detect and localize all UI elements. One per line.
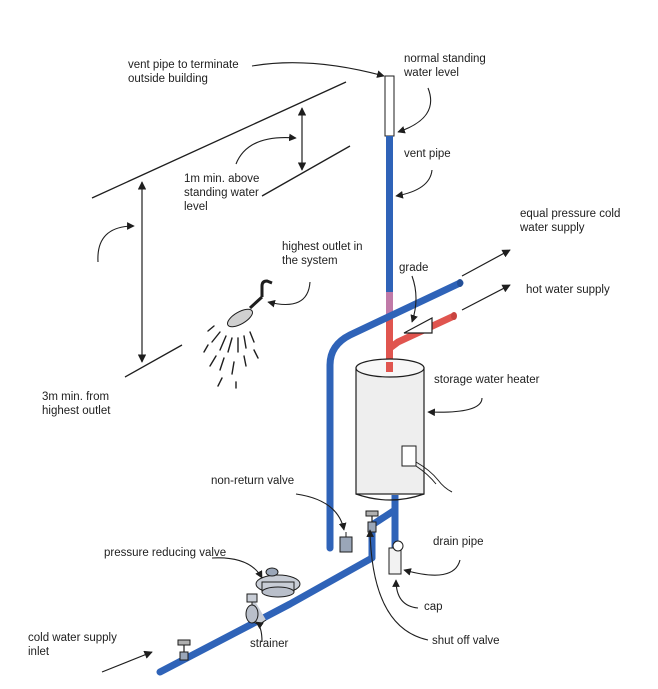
- thermostat-box: [401, 445, 417, 467]
- leader-non-return: [295, 493, 347, 531]
- label-non-return: non-return valve: [211, 475, 295, 487]
- drain-valve-icon: [392, 540, 404, 552]
- highest-outlet-line: [124, 344, 183, 378]
- standing-level-line: [261, 145, 351, 197]
- label-normal-standing: normal standing water level: [404, 53, 486, 79]
- label-drain-pipe: drain pipe: [433, 536, 484, 548]
- inlet-tap: [177, 639, 191, 661]
- grade-icon: [403, 316, 433, 334]
- strainer: [245, 593, 267, 625]
- label-vent-pipe: vent pipe: [404, 148, 451, 160]
- leader-pressure-reducing: [211, 557, 263, 579]
- leader-highest-outlet: [267, 281, 311, 308]
- label-grade: grade: [399, 262, 429, 274]
- power-cable: [415, 461, 453, 493]
- equal-pressure-flow-arrow: [461, 249, 511, 277]
- label-cap: cap: [424, 601, 443, 613]
- leader-vent-pipe: [395, 169, 433, 199]
- water-spray: [203, 325, 259, 389]
- storage-water-heater: [355, 358, 453, 501]
- label-vent-terminate: vent pipe to terminate outside building: [128, 59, 239, 85]
- hot-water-flow-arrow: [461, 284, 511, 311]
- leader-strainer: [255, 621, 264, 643]
- label-highest-outlet: highest outlet in the system: [282, 241, 363, 267]
- non-return-valve: [339, 532, 353, 553]
- label-strainer: strainer: [250, 638, 289, 650]
- label-shut-off: shut off valve: [432, 635, 500, 647]
- label-storage-heater: storage water heater: [434, 374, 540, 386]
- shower-head-icon: [203, 279, 273, 389]
- pressure-reducing-valve: [255, 567, 301, 598]
- hot-water-supply-pipe: [387, 312, 456, 351]
- leader-grade: [410, 275, 418, 323]
- leader-one-m-min: [235, 133, 297, 165]
- cold-pipe-end: [457, 279, 463, 287]
- leader-three-m: [97, 222, 135, 263]
- hot-pipe-end: [451, 312, 457, 320]
- vent-pipe-air-section: [384, 75, 395, 137]
- leader-normal-standing: [397, 87, 432, 134]
- leader-vent-terminate: [251, 62, 385, 78]
- label-one-m-min: 1m min. above standing water level: [184, 173, 260, 213]
- label-cold-inlet: cold water supply inlet: [28, 632, 117, 658]
- cold-inlet-flow-arrow: [101, 650, 153, 673]
- label-pressure-reducing: pressure reducing valve: [104, 547, 227, 559]
- label-hot-water: hot water supply: [526, 284, 610, 296]
- cold-supply-loop-pipe: [156, 279, 464, 676]
- leader-storage-heater: [427, 397, 483, 417]
- label-three-m-min: 3m min. from highest outlet: [42, 391, 111, 417]
- leader-drain-pipe: [403, 559, 461, 576]
- shut-off-valve: [365, 510, 379, 533]
- label-equal-pressure: equal pressure cold water supply: [520, 208, 621, 234]
- leader-shut-off: [366, 529, 429, 641]
- vent-termination-line: [91, 81, 347, 199]
- drain-cap: [388, 547, 402, 575]
- leader-cap: [392, 579, 419, 609]
